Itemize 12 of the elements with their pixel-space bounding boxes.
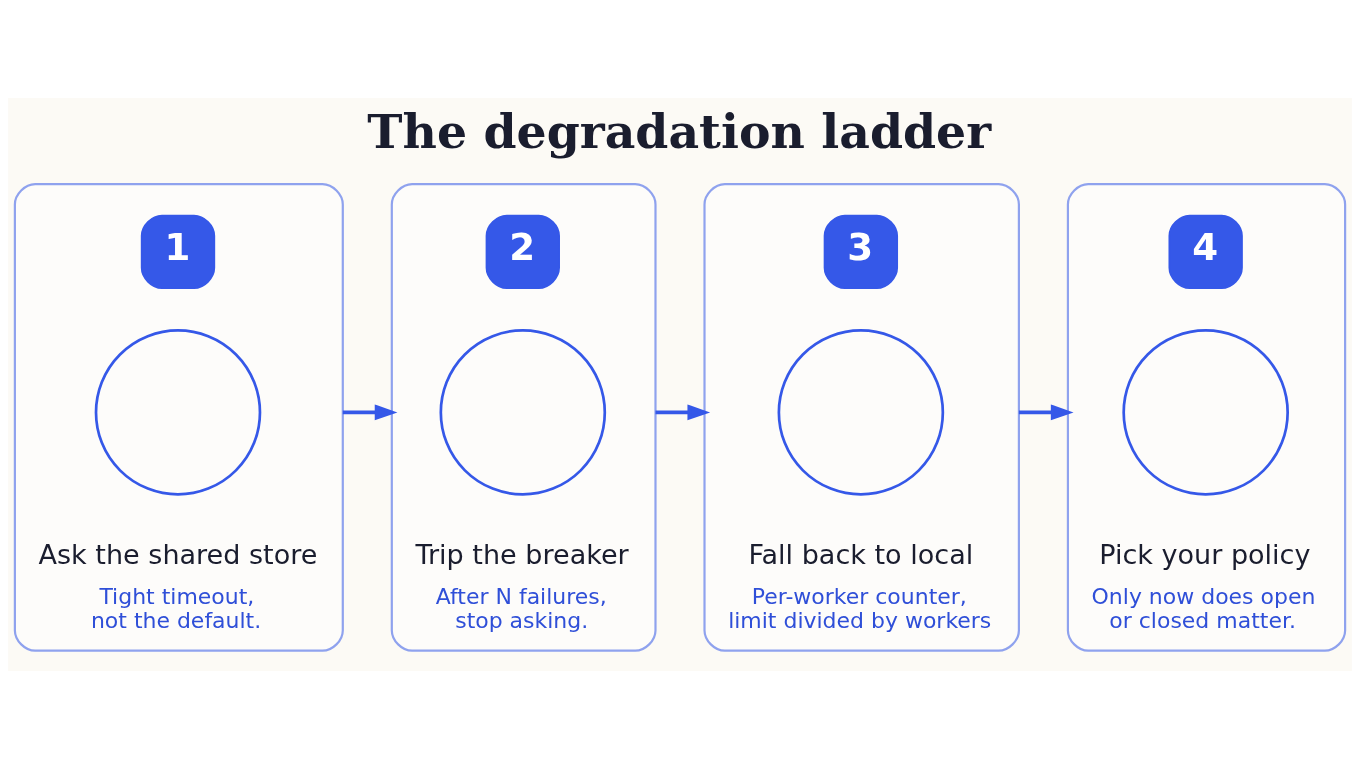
node-circle <box>439 328 607 496</box>
node-circle <box>1122 328 1289 496</box>
node-circle <box>777 328 945 496</box>
node-box: 2 <box>485 214 560 289</box>
node-box: 1 <box>140 214 216 289</box>
node-box: 4 <box>1168 214 1243 289</box>
arrow <box>655 403 711 420</box>
node-box: 3 <box>823 214 899 289</box>
arrow <box>342 403 398 420</box>
arrow <box>1018 403 1074 420</box>
node-circle <box>94 328 262 496</box>
diagram-title: The degradation ladder <box>367 103 992 159</box>
